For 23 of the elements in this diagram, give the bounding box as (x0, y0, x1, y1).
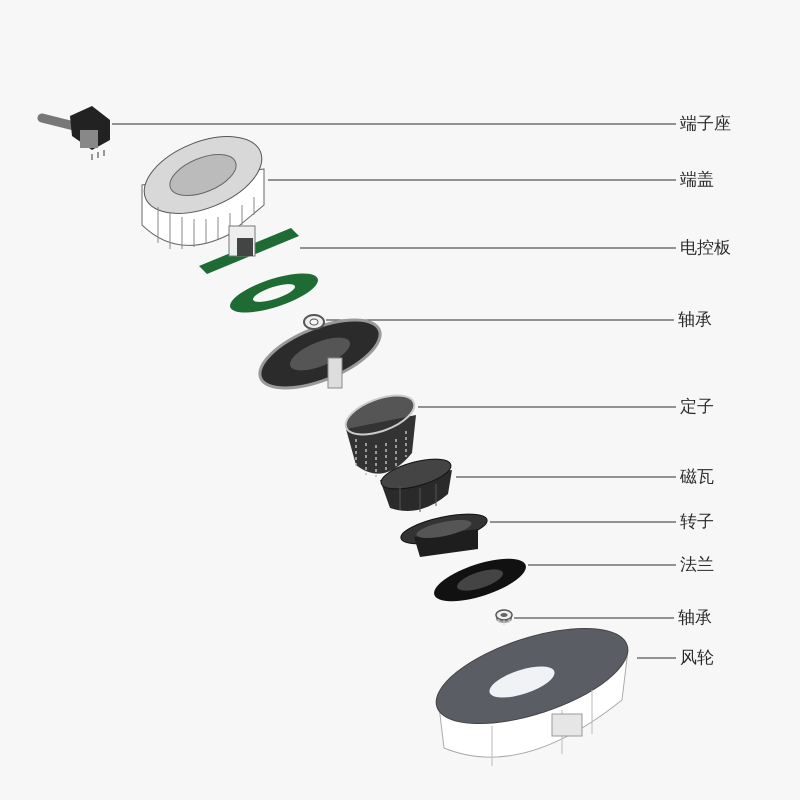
part-label: 轴承 (678, 608, 712, 628)
leader-line (418, 406, 676, 408)
part-label: 端子座 (680, 114, 731, 134)
leader-line (514, 617, 674, 619)
part-label: 端盖 (680, 170, 714, 190)
leader-line (326, 319, 674, 321)
part-label: 定子 (680, 397, 714, 417)
leader-line (268, 179, 676, 181)
leader-line (490, 521, 676, 523)
leader-line (456, 476, 676, 478)
leader-line (528, 564, 676, 566)
part-label: 磁瓦 (680, 467, 714, 487)
part-label: 轴承 (678, 310, 712, 330)
leader-line (112, 123, 676, 125)
part-label: 电控板 (680, 238, 731, 258)
bearing-drawing (494, 608, 514, 626)
part-label: 法兰 (680, 555, 714, 575)
rotor-drawing (398, 515, 490, 559)
leader-line (300, 247, 676, 249)
bearing-drawing (302, 312, 326, 332)
part-label: 转子 (680, 512, 714, 532)
part-label: 风轮 (680, 648, 714, 668)
leader-line (637, 657, 676, 659)
